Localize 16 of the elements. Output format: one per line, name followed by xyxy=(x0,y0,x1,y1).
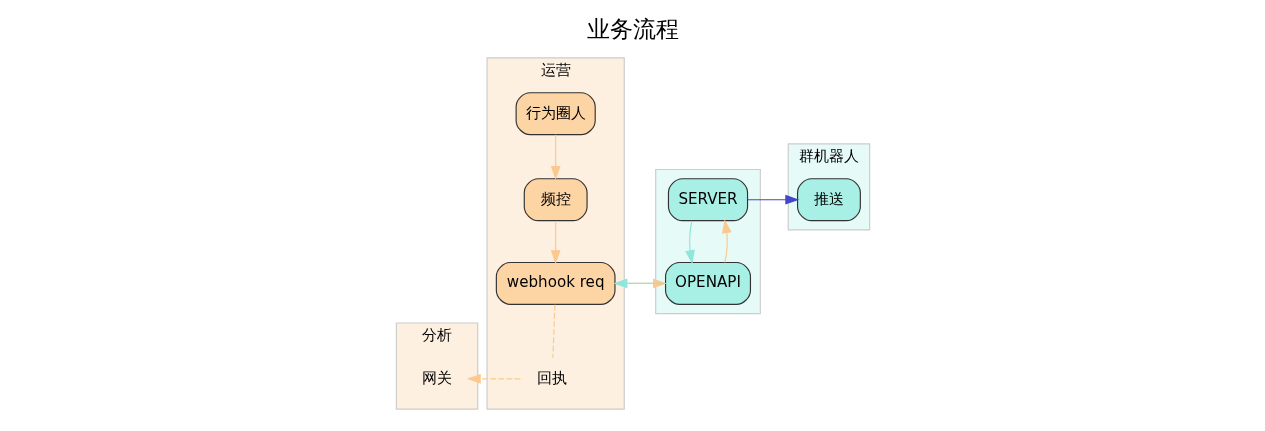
node-box: webhook req xyxy=(495,261,616,305)
diagram-title: 业务流程 xyxy=(586,14,679,42)
node-box: SERVER xyxy=(667,177,748,221)
arrow xyxy=(684,219,695,264)
arrow xyxy=(746,194,799,205)
arrow xyxy=(550,133,561,180)
node-box: 行为圈人 xyxy=(515,91,596,135)
arrow xyxy=(721,218,732,263)
node-box: OPENAPI xyxy=(664,261,751,305)
arrow xyxy=(466,373,521,384)
node-text: 回执 xyxy=(536,368,567,387)
node-text: 网关 xyxy=(421,368,452,387)
node-box: 频控 xyxy=(523,177,588,221)
arrow xyxy=(550,219,561,264)
node-box: 推送 xyxy=(796,177,861,221)
connector xyxy=(551,303,555,358)
